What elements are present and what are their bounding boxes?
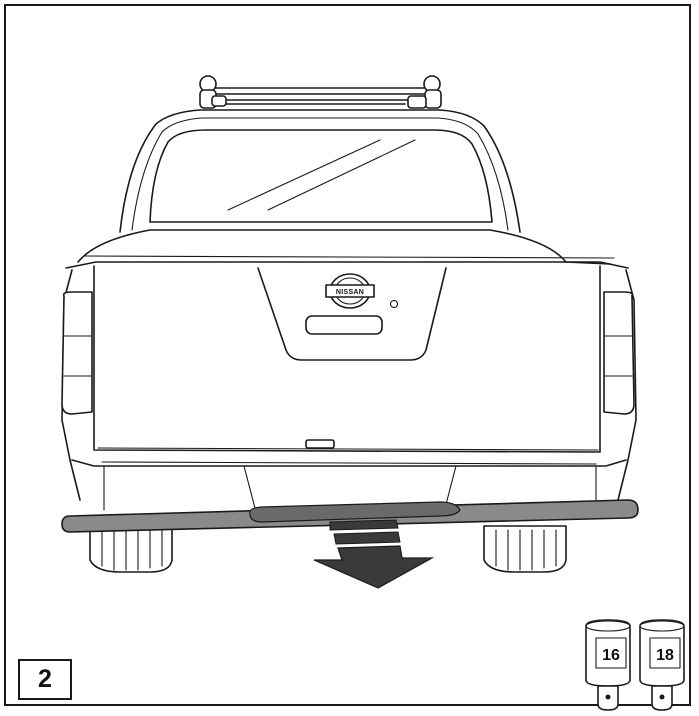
socket-16-label: 16 [602, 647, 620, 664]
badge-text: NISSAN [336, 289, 364, 296]
diagram-frame [4, 4, 691, 706]
tail-light-left [61, 291, 93, 415]
tire-left [89, 525, 173, 573]
step-number: 2 [38, 665, 52, 693]
tailgate-handle [305, 315, 383, 335]
roof-rack [199, 75, 442, 109]
tire-right [483, 525, 567, 573]
rear-step-bar [61, 499, 639, 533]
bed-cover [65, 229, 629, 269]
step-number-box: 2 [18, 659, 72, 700]
rear-bumper [71, 439, 627, 513]
removal-arrow [313, 519, 435, 589]
socket-18: 18 [639, 619, 685, 711]
rear-window [149, 129, 493, 223]
tail-light-right [603, 291, 635, 415]
socket-18-label: 18 [656, 647, 674, 664]
socket-16: 16 [585, 619, 631, 711]
tailgate-panel: NISSAN [257, 267, 447, 361]
body [61, 265, 637, 501]
cab [119, 109, 521, 233]
